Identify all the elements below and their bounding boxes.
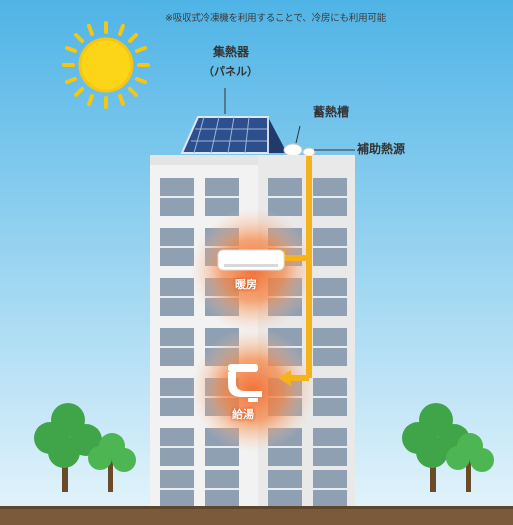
ground bbox=[0, 508, 513, 525]
faucet-icon bbox=[228, 364, 262, 402]
hot-water-glow bbox=[191, 328, 315, 452]
heating-label: 暖房 bbox=[235, 278, 257, 291]
auxiliary-heat-label: 補助熱源 bbox=[357, 142, 406, 156]
solar-panel-icon bbox=[180, 88, 287, 154]
air-conditioner-icon bbox=[217, 249, 285, 271]
storage-tank-label: 蓄熱槽 bbox=[313, 105, 350, 119]
collector-label: 集熱器 bbox=[213, 45, 250, 59]
tree-icon bbox=[34, 403, 136, 492]
hot-water-label: 給湯 bbox=[232, 408, 254, 421]
cooling-note: ※吸収式冷凍機を利用することで、冷房にも利用可能 bbox=[165, 13, 386, 24]
sun-icon bbox=[62, 21, 150, 109]
tree-icon bbox=[402, 403, 494, 492]
arrow-icon bbox=[278, 370, 291, 386]
panel-label: （パネル） bbox=[203, 65, 258, 78]
